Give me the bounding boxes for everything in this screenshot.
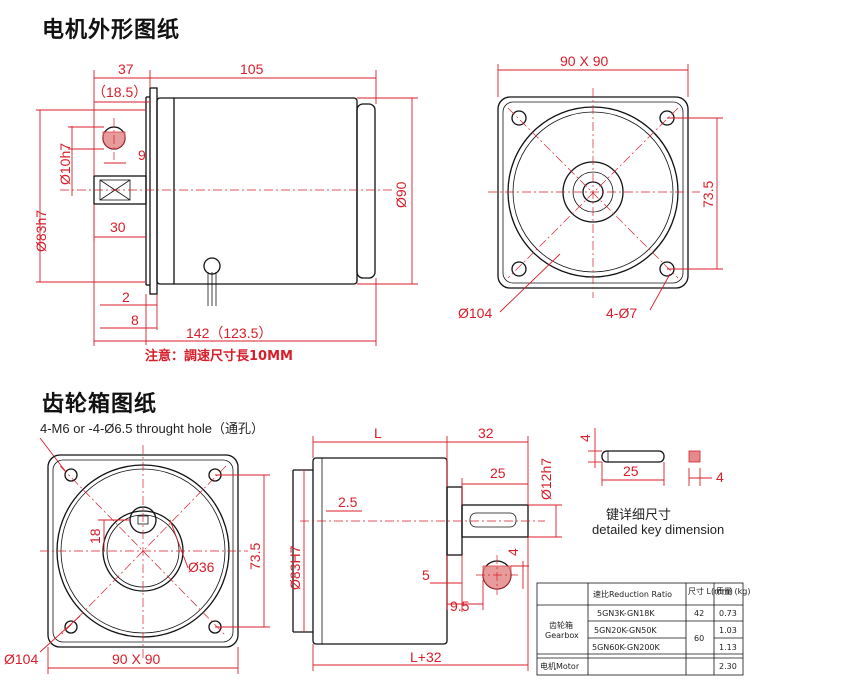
key-label-cn: 键详细尺寸	[606, 507, 671, 522]
dim-key-25: 25	[623, 463, 639, 479]
dim-8: 8	[131, 312, 139, 328]
table-group-gearbox-cn: 齿轮箱	[549, 620, 573, 630]
dim-gear-73-5: 73.5	[247, 543, 263, 570]
table-row-mass: 0.73	[719, 609, 737, 618]
table-row-size: 42	[694, 609, 704, 618]
dim-gear-36: Ø36	[188, 559, 215, 575]
dim-key-4-right: 4	[716, 469, 724, 485]
motor-rear-cap	[356, 103, 376, 279]
table-row-ratio: 5GN3K-GN18K	[597, 609, 655, 618]
wire-grommet	[203, 257, 221, 275]
table-group-gearbox-en: Gearbox	[545, 631, 579, 640]
key-detail: 4 25 4 键详细尺寸 detailed key dimension	[577, 428, 724, 537]
speed-control-note: 注意：調速尺寸長10MM	[145, 348, 293, 364]
motor-front-view: 90 X 90 73.5 Ø104 4-Ø7	[458, 53, 723, 321]
dim-gear-25: 25	[490, 465, 506, 481]
dim-gear-90x90: 90 X 90	[112, 651, 160, 667]
dim-front-104: Ø104	[458, 305, 492, 321]
table-row-mass: 1.13	[719, 643, 737, 652]
dim-10h7: Ø10h7	[57, 143, 73, 185]
dim-30: 30	[110, 219, 126, 235]
table-row-ratio: 5GN20K-GN50K	[594, 626, 657, 635]
spec-table: 速比Reduction Ratio 尺寸 L(mm) 质量 (kg) 齿轮箱 G…	[536, 582, 751, 676]
dim-front-4x7: 4-Ø7	[606, 305, 637, 321]
dim-gear-4: 4	[505, 548, 521, 556]
table-motor-mass: 2.30	[719, 662, 737, 671]
dim-105: 105	[240, 61, 264, 77]
key-section	[688, 450, 701, 463]
key-side	[601, 450, 665, 463]
dim-9-5: 9.5	[450, 598, 470, 614]
dim-9: 9	[138, 147, 146, 163]
dim-83h7: Ø83h7	[33, 210, 49, 252]
table-motor-label: 电机Motor	[540, 661, 580, 671]
motor-flange	[149, 87, 158, 295]
dim-front-90x90: 90 X 90	[560, 53, 608, 69]
dim-L: L	[374, 425, 382, 441]
dim-gear-104: Ø104	[4, 651, 38, 667]
dim-18-5: （18.5）	[92, 84, 147, 100]
motor-outline-heading: 电机外形图纸	[42, 18, 181, 43]
dim-2: 2	[122, 289, 130, 305]
hole-note: 4-M6 or -4-Ø6.5 throught hole（通孔）	[40, 421, 264, 436]
table-row-mass: 1.03	[719, 626, 737, 635]
dim-90-dia: Ø90	[393, 181, 409, 208]
gearbox-front-view: 4-M6 or -4-Ø6.5 throught hole（通孔） 18 Ø36…	[4, 421, 270, 674]
table-header-ratio: 速比Reduction Ratio	[593, 589, 672, 599]
spec-table-frame	[536, 582, 744, 676]
gearbox-body	[312, 457, 448, 645]
gearbox-heading: 齿轮箱图纸	[42, 392, 158, 417]
dim-83H7: Ø83H7	[287, 545, 303, 590]
dim-2-5: 2.5	[338, 494, 358, 510]
dim-37: 37	[118, 61, 134, 77]
table-row-ratio: 5GN60K-GN200K	[592, 643, 660, 652]
dim-L-plus-32: L+32	[410, 649, 442, 665]
dim-key-4-top: 4	[577, 434, 593, 442]
dim-12h7: Ø12h7	[538, 458, 554, 500]
gearbox-side-view: L 32 25 Ø12h7 2.5 Ø83H7 4 5 9.5 L+32	[287, 425, 562, 671]
dim-front-73-5: 73.5	[700, 181, 716, 208]
table-header-size: 尺寸 L(mm)	[688, 586, 733, 596]
motor-side-view: 37 105 （18.5） Ø83h7 Ø10h7 9 30 Ø90 2 8 1…	[33, 61, 418, 364]
motor-body	[156, 97, 358, 285]
dim-gear-18: 18	[87, 528, 103, 544]
dim-142: 142（123.5）	[186, 325, 272, 341]
dim-32: 32	[478, 425, 494, 441]
table-header-mass: 质量 (kg)	[716, 586, 751, 596]
table-row-size: 60	[694, 634, 704, 643]
key-label-en: detailed key dimension	[592, 522, 724, 537]
dim-5: 5	[422, 567, 430, 583]
